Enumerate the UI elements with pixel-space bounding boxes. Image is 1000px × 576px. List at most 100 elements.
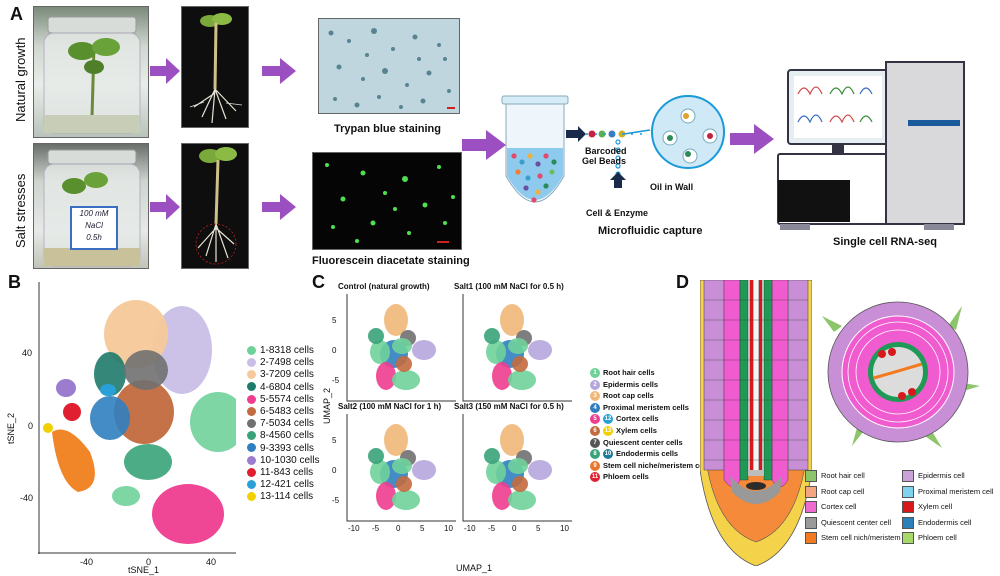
arrow-icon xyxy=(262,58,296,84)
umap-cluster xyxy=(492,482,512,510)
legend-swatch xyxy=(805,485,817,498)
legend-swatch xyxy=(247,443,256,453)
arrow-icon xyxy=(462,130,506,160)
root-longitudinal-illustration xyxy=(700,280,812,566)
legend-badge: 9 xyxy=(590,460,600,471)
legend-label: Endodermis cells xyxy=(616,449,679,459)
tsne-legend-item: 12-421 cells xyxy=(247,479,314,490)
seedling-illustration xyxy=(195,147,237,265)
tsne-ytick-3: -40 xyxy=(20,493,34,503)
legend-swatch xyxy=(902,470,914,482)
umap-cluster xyxy=(370,340,390,364)
legend-swatch xyxy=(247,419,256,429)
legend-label: Stem cell niche/meristem cells xyxy=(603,460,712,470)
umap-xtick: 10 xyxy=(444,524,453,533)
legend-label: Xylem cell xyxy=(918,501,953,511)
umap-cluster xyxy=(528,460,552,480)
legend-label: 13-114 cells xyxy=(260,491,314,503)
jar-tag-line-1: 100 mM xyxy=(79,209,109,218)
legend-badge: 4 xyxy=(590,402,600,413)
umap-cluster xyxy=(508,338,528,354)
tsne-legend-item: 10-1030 cells xyxy=(247,455,319,466)
umap-cluster xyxy=(486,340,506,364)
umap-cluster xyxy=(412,340,436,360)
legend-label: 11-843 cells xyxy=(260,467,314,478)
legend-label: Root cap cell xyxy=(821,486,865,496)
legend-swatch xyxy=(247,480,256,490)
legend-badge: 12 xyxy=(603,414,613,425)
umap-cluster xyxy=(384,424,408,456)
label-beads-2: Gel Beads xyxy=(582,156,627,166)
umap-ytick: 5 xyxy=(332,436,337,445)
root-legend-item: Proximal meristem cell xyxy=(902,485,993,498)
umap-xtick: -10 xyxy=(464,524,476,533)
caption-microfluidic: Microfluidic capture xyxy=(598,225,703,237)
umap-cluster xyxy=(486,460,506,484)
root-legend-item: Phloem cell xyxy=(902,532,957,544)
photo-seedling-salt xyxy=(181,143,249,269)
umap-xtick: 5 xyxy=(536,524,541,533)
tsne-legend-item: 8-4560 cells xyxy=(247,430,314,441)
umap-subplot xyxy=(462,294,572,402)
umap-axis xyxy=(462,294,572,402)
tsne-legend-item: 13-114 cells xyxy=(247,491,313,502)
root-legend-item: Root cap cell xyxy=(805,485,865,498)
sequencer-illustration xyxy=(777,61,965,230)
tsne-legend-item: 2-7498 cells xyxy=(247,357,314,368)
umap-cluster xyxy=(484,448,500,464)
umap-ytick: 0 xyxy=(332,466,337,475)
umap-subplot-title: Salt3 (150 mM NaCl for 0.5 h) xyxy=(454,402,564,411)
legend-badge: 13 xyxy=(603,426,613,437)
umap-cluster xyxy=(528,340,552,360)
legend-swatch xyxy=(902,532,914,544)
umap-cluster xyxy=(508,490,536,510)
umap-cluster xyxy=(376,482,396,510)
legend-label: Xylem cells xyxy=(616,426,657,435)
tsne-xlabel: tSNE_1 xyxy=(128,565,160,575)
legend-badge: 1 xyxy=(590,368,600,379)
umap-ytick: 0 xyxy=(332,346,337,355)
legend-label: 1-8318 cells xyxy=(260,345,314,356)
seedling-illustration xyxy=(43,16,141,134)
umap-subplot xyxy=(346,414,456,522)
legend-swatch xyxy=(247,492,256,502)
arrow-icon xyxy=(150,58,180,84)
umap-cluster xyxy=(384,304,408,336)
legend-badge: 7 xyxy=(590,437,600,448)
umap-cluster xyxy=(376,362,396,390)
legend-badge: 5 xyxy=(590,414,600,425)
root-legend-item: Epidermis cell xyxy=(902,470,965,482)
panel-label-a: A xyxy=(10,4,23,24)
jar-tag: 100 mM NaCl 0.5h xyxy=(70,206,118,250)
legend-swatch xyxy=(247,345,256,355)
legend-label: Quiescent center cells xyxy=(603,437,683,447)
legend-swatch xyxy=(805,501,817,513)
umap-axis xyxy=(346,294,456,402)
legend-label: Cortex cells xyxy=(616,414,659,424)
umap-subplot-title: Control (natural growth) xyxy=(338,282,430,291)
umap-cluster xyxy=(368,448,384,464)
legend-badge: 3 xyxy=(590,391,600,402)
legend-label: 8-4560 cells xyxy=(260,430,314,442)
umap-subplot-title: Salt2 (100 mM NaCl for 1 h) xyxy=(338,402,442,411)
umap-cluster xyxy=(412,460,436,480)
umap-xtick: -5 xyxy=(488,524,496,533)
arrow-icon xyxy=(262,194,296,220)
umap-cluster xyxy=(508,370,536,390)
umap-cluster xyxy=(500,304,524,336)
root-legend-item: Root hair cell xyxy=(805,470,865,482)
legend-label: 12-421 cells xyxy=(260,479,314,491)
arrow-icon xyxy=(150,194,180,220)
tsne-legend-item: 4-6804 cells xyxy=(247,382,314,393)
legend-label: 7-5034 cells xyxy=(260,418,314,430)
tsne-legend-item: 6-5483 cells xyxy=(247,406,314,417)
umap-cluster xyxy=(396,356,412,372)
arrow-icon xyxy=(730,124,774,154)
legend-badge: 10 xyxy=(603,449,613,460)
seedling-illustration xyxy=(189,13,243,124)
